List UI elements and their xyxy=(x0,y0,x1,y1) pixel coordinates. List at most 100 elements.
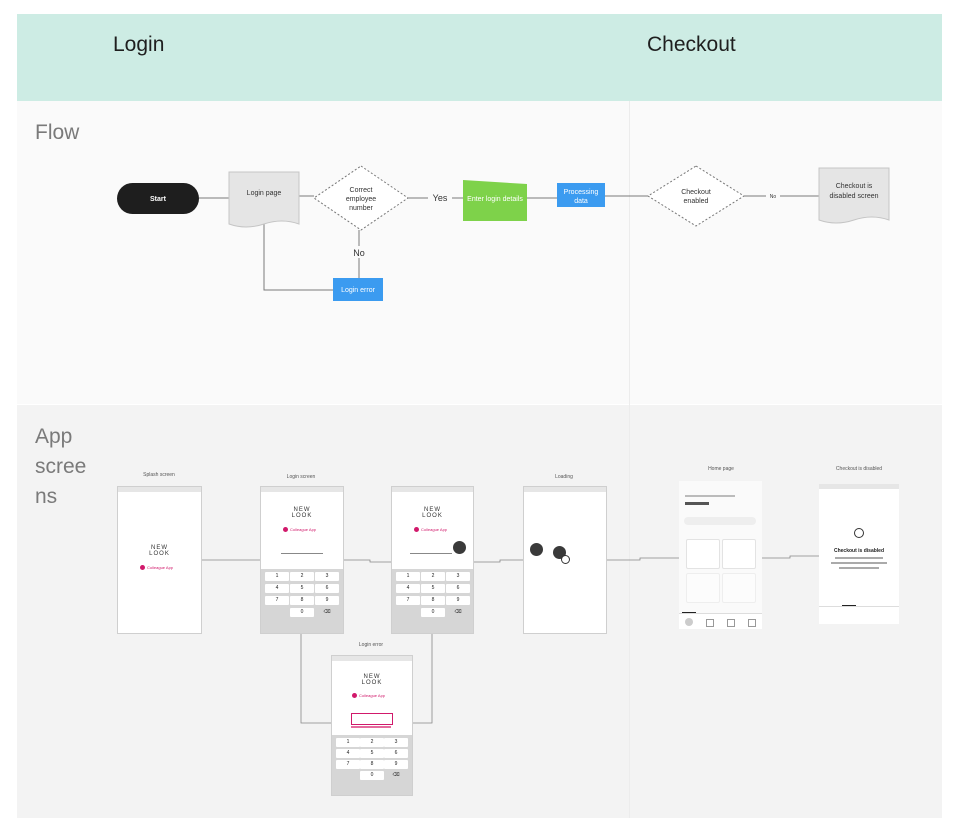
employee-number-field-error[interactable] xyxy=(351,713,393,725)
error-message xyxy=(351,726,391,728)
key-2[interactable]: 2 xyxy=(421,572,445,581)
key-8[interactable]: 8 xyxy=(360,760,384,769)
flow-login-error-label: Login error xyxy=(341,287,376,294)
backspace-key[interactable]: ⌫ xyxy=(392,772,400,778)
connector-error-login xyxy=(263,220,333,291)
column-title-checkout: Checkout xyxy=(647,33,736,56)
welcome-text xyxy=(685,495,735,497)
screen-title-home: Home page xyxy=(708,466,734,472)
home-tile-checkout[interactable] xyxy=(686,539,720,569)
key-5[interactable]: 5 xyxy=(290,584,314,593)
flow-no-small-label: No xyxy=(770,194,777,200)
bottom-nav xyxy=(819,606,899,624)
brand-mark: Colleague App xyxy=(352,693,385,698)
key-3[interactable]: 3 xyxy=(315,572,339,581)
message-text xyxy=(835,557,883,559)
tab-icon[interactable] xyxy=(727,619,735,627)
checkout-disabled-message: Checkout is disabled xyxy=(833,548,884,554)
search-input[interactable] xyxy=(684,517,756,525)
key-9[interactable]: 9 xyxy=(384,760,408,769)
flow-checkout-disabled-line-1: Checkout is xyxy=(836,183,873,190)
flow-login-page-label: Login page xyxy=(247,190,282,197)
checkout-disabled-mockup: Checkout is disabled xyxy=(819,484,899,624)
spinner-icon xyxy=(561,555,570,564)
key-0[interactable]: 0 xyxy=(360,771,384,780)
flow-checkout-disabled-line-2: disabled screen xyxy=(829,193,878,200)
key-5[interactable]: 5 xyxy=(360,749,384,758)
key-7[interactable]: 7 xyxy=(336,760,360,769)
store-id xyxy=(685,502,709,505)
keypad: 1 2 3 4 5 6 7 8 9 0 ⌫ xyxy=(261,569,343,633)
key-1[interactable]: 1 xyxy=(336,738,360,747)
home-tile-stock[interactable] xyxy=(722,539,756,569)
home-tile-disabled xyxy=(686,573,720,603)
key-3[interactable]: 3 xyxy=(446,572,470,581)
bottom-nav xyxy=(679,613,762,629)
key-3[interactable]: 3 xyxy=(384,738,408,747)
key-7[interactable]: 7 xyxy=(265,596,289,605)
flow-yes-label: Yes xyxy=(433,193,448,203)
key-4[interactable]: 4 xyxy=(396,584,420,593)
key-8[interactable]: 8 xyxy=(290,596,314,605)
key-2[interactable]: 2 xyxy=(290,572,314,581)
key-5[interactable]: 5 xyxy=(421,584,445,593)
key-9[interactable]: 9 xyxy=(446,596,470,605)
employee-number-field[interactable] xyxy=(281,545,323,554)
key-6[interactable]: 6 xyxy=(446,584,470,593)
tab-icon[interactable] xyxy=(706,619,714,627)
backspace-key[interactable]: ⌫ xyxy=(454,609,462,615)
active-tab-indicator xyxy=(682,612,696,613)
home-tab-icon[interactable] xyxy=(685,618,693,626)
home-page-mockup xyxy=(679,481,762,629)
flow-no-label: No xyxy=(353,248,365,258)
screen-title-login-error: Login error xyxy=(358,642,384,648)
brand-mark: Colleague App xyxy=(414,527,447,532)
keypad: 1 2 3 4 5 6 7 8 9 0 ⌫ xyxy=(392,569,473,633)
flow-login-page-node xyxy=(228,171,300,228)
screen-title-login: Login screen xyxy=(286,474,316,480)
flow-checkout-disabled-node xyxy=(818,167,890,224)
key-6[interactable]: 6 xyxy=(315,584,339,593)
backspace-key[interactable]: ⌫ xyxy=(323,609,331,615)
flow-login-error-node xyxy=(333,278,383,301)
active-tab-indicator xyxy=(842,605,856,606)
lane-label-flow: Flow xyxy=(35,121,80,144)
flow-checkout-enabled-line-2: enabled xyxy=(684,198,709,205)
key-0[interactable]: 0 xyxy=(421,608,445,617)
flow-lane xyxy=(17,101,942,404)
tab-icon[interactable] xyxy=(748,619,756,627)
info-icon xyxy=(854,528,864,538)
flow-checkout-enabled-decision xyxy=(647,165,745,227)
key-8[interactable]: 8 xyxy=(421,596,445,605)
employee-number-field[interactable] xyxy=(410,545,452,554)
key-1[interactable]: 1 xyxy=(265,572,289,581)
flow-decision-line-1: Correct xyxy=(350,187,373,194)
key-6[interactable]: 6 xyxy=(384,749,408,758)
no-small-bg xyxy=(766,191,780,200)
key-0[interactable]: 0 xyxy=(290,608,314,617)
key-1[interactable]: 1 xyxy=(396,572,420,581)
brand-mark: Colleague App xyxy=(283,527,316,532)
key-4[interactable]: 4 xyxy=(336,749,360,758)
key-7[interactable]: 7 xyxy=(396,596,420,605)
screen-title-checkout-disabled: Checkout is disabled xyxy=(835,466,883,472)
key-2[interactable]: 2 xyxy=(360,738,384,747)
flow-decision-line-2: employee xyxy=(346,196,376,203)
flow-processing-node xyxy=(557,183,605,207)
keypad: 1 2 3 4 5 6 7 8 9 0 ⌫ xyxy=(332,735,412,795)
flow-processing-line-2: data xyxy=(574,198,588,205)
flow-correct-employee-decision xyxy=(313,165,409,231)
key-9[interactable]: 9 xyxy=(315,596,339,605)
screen-title-splash: Splash screen xyxy=(143,472,175,478)
key-4[interactable]: 4 xyxy=(265,584,289,593)
flow-checkout-enabled-line-1: Checkout xyxy=(681,189,711,196)
